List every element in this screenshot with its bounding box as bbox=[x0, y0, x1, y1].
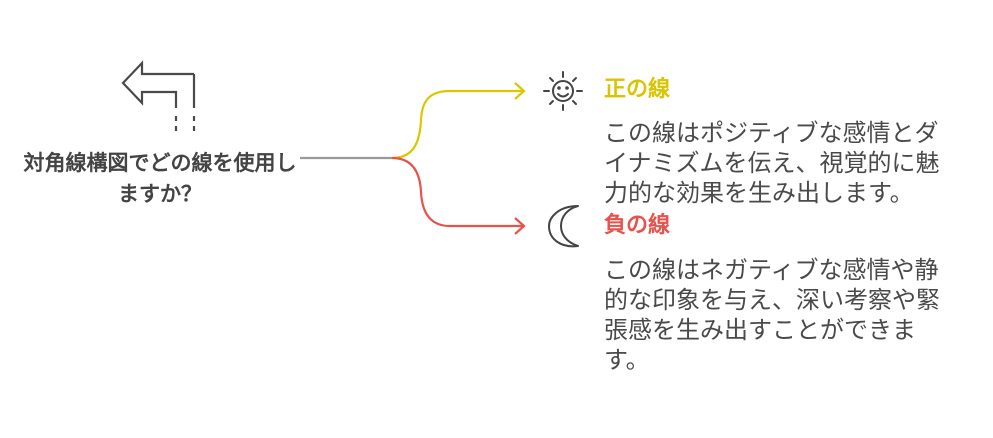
negative-line-description: この線はネガティブな感情や静的な印象を与え、深い考察や緊張感を生み出すことができ… bbox=[604, 256, 940, 374]
negative-line-title: 負の線 bbox=[604, 213, 671, 238]
central-question: 対角線構図でどの線を使用しますか？ bbox=[23, 151, 297, 206]
positive-branch-line bbox=[391, 89, 524, 160]
positive-line-title: 正の線 bbox=[604, 77, 671, 102]
positive-line-description: この線はポジティブな感情とダイナミズムを伝え、視覚的に魅力的な効果を生み出します… bbox=[604, 119, 940, 207]
positive-arrow-head bbox=[514, 82, 526, 100]
negative-arrow-head bbox=[514, 217, 526, 235]
smiling-sun-icon bbox=[543, 71, 583, 111]
turn-left-arrow-icon bbox=[121, 60, 196, 133]
crescent-moon-icon bbox=[548, 205, 579, 248]
negative-branch-line bbox=[391, 156, 524, 228]
